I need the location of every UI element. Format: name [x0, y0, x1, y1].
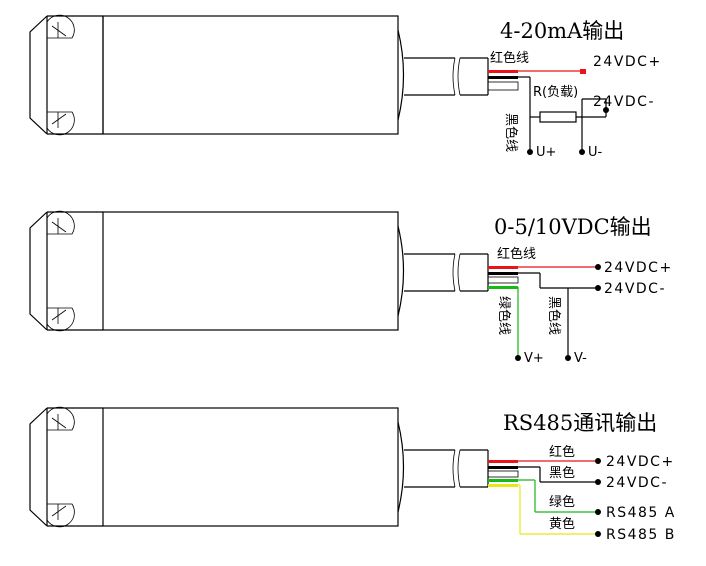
- terminal-u-plus: U+: [536, 145, 556, 160]
- label-red-wire-2: 红色线: [497, 246, 536, 262]
- title-rs485: RS485通讯输出: [503, 411, 657, 435]
- terminal-u-minus: U-: [588, 145, 603, 160]
- wires-1: [487, 69, 609, 155]
- terminal-v-minus: V-: [574, 351, 587, 366]
- terminal-24vdc-plus-1: 24VDC+: [593, 54, 662, 70]
- label-red-wire-3: 红色: [549, 444, 575, 460]
- label-yellow-wire-3: 黄色: [549, 516, 575, 532]
- terminal-24vdc-plus-2: 24VDC+: [604, 260, 673, 276]
- label-green-wire-2: 绿色线: [496, 296, 512, 335]
- terminal-24vdc-minus-1: 24VDC-: [593, 94, 655, 110]
- sensor-body-1: [29, 14, 489, 136]
- label-black-wire-2: 黑色线: [546, 296, 562, 335]
- wires-3: [487, 458, 601, 537]
- terminal-24vdc-minus-2: 24VDC-: [604, 281, 666, 297]
- sensor-body-2: [29, 210, 489, 332]
- label-red-wire-1: 红色线: [490, 50, 529, 66]
- wires-2: [487, 264, 601, 361]
- label-black-wire-1: 黑色线: [503, 113, 519, 152]
- title-0-5-10vdc: 0-5/10VDC输出: [494, 215, 652, 239]
- terminal-24vdc-minus-3: 24VDC-: [606, 475, 668, 491]
- terminal-24vdc-plus-3: 24VDC+: [606, 454, 675, 470]
- label-green-wire-3: 绿色: [549, 494, 575, 510]
- terminal-rs485-b: RS485 B: [606, 527, 676, 543]
- terminal-v-plus: V+: [524, 351, 544, 366]
- terminal-rs485-a: RS485 A: [606, 505, 676, 521]
- label-load-resistor: R(负载): [533, 85, 578, 100]
- sensor-body-3: [29, 406, 489, 528]
- title-4-20ma: 4-20mA输出: [500, 19, 624, 43]
- label-black-wire-3: 黑色: [549, 465, 575, 481]
